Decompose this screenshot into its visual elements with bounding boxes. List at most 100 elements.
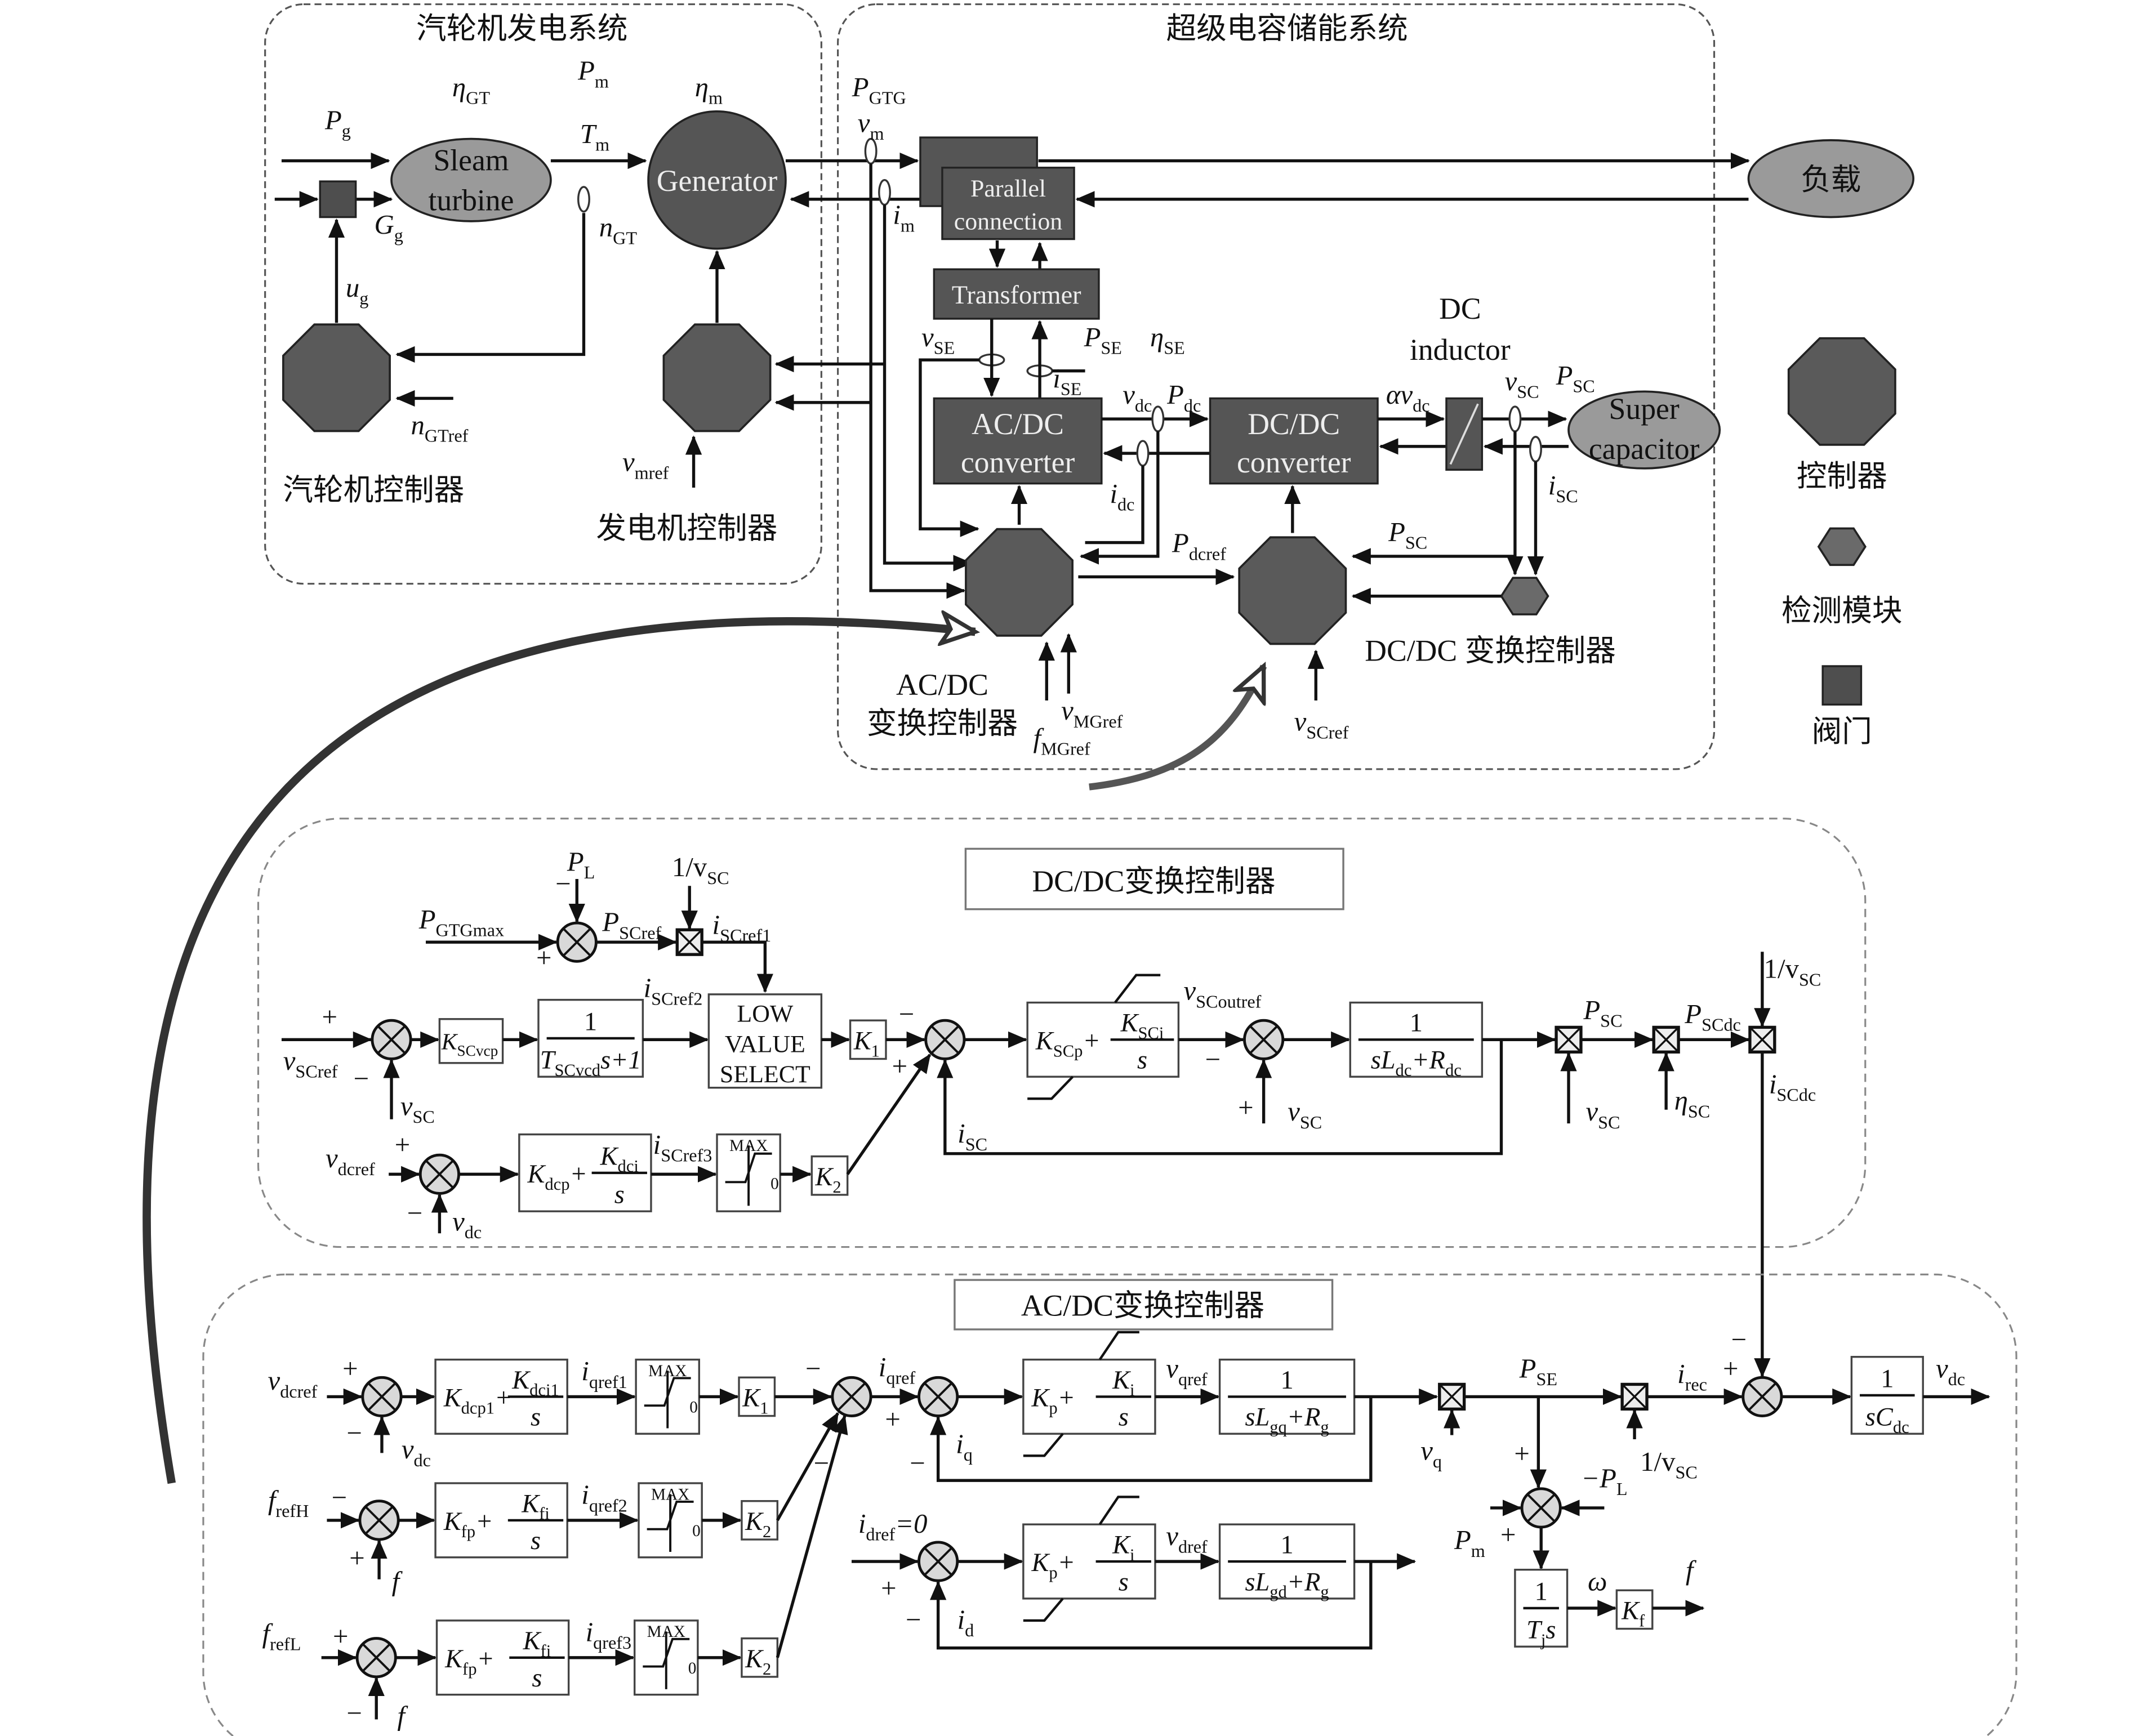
subscript: SCref: [619, 922, 661, 943]
label-acdc-minus: −: [805, 1353, 821, 1384]
label-top-Gg: Gg: [374, 209, 403, 246]
subscript: qref3: [593, 1632, 631, 1653]
subscript: g: [394, 225, 403, 245]
sum-cross: [362, 1643, 391, 1672]
main-text: K: [814, 1163, 834, 1191]
main-text: +: [536, 943, 552, 973]
signal-arrow: [937, 1039, 1503, 1155]
main-text: T: [540, 1046, 556, 1075]
subscript: p: [1049, 1398, 1057, 1417]
subscript: d: [965, 1620, 974, 1640]
main-text: AC/DC: [896, 668, 988, 702]
main-text: P: [1454, 1525, 1471, 1555]
main-text: i: [712, 910, 720, 940]
label-top-super1: Super: [1609, 392, 1680, 426]
main-text: MAX: [648, 1362, 687, 1380]
main-text: η: [1674, 1086, 1688, 1116]
label-acdc-omega: ω: [1588, 1566, 1607, 1596]
subscript: SCref3: [661, 1145, 712, 1165]
main-text: capacitor: [1589, 432, 1700, 466]
saturation-curve: [725, 1145, 772, 1206]
label-dcdc-K2: K2: [814, 1163, 841, 1197]
label-top-nGT: nGT: [599, 212, 638, 248]
label-acdc-plus: +: [349, 1543, 365, 1573]
subscript: i: [1130, 1381, 1135, 1400]
generator-controller-octagon-icon: [662, 323, 772, 432]
label-acdc-minus: −: [910, 1448, 925, 1479]
label-dcdc-vdcref: vdcref: [326, 1143, 375, 1179]
transformer: [933, 268, 1100, 320]
label-dcdc-PSCdc: PSCdc: [1684, 999, 1741, 1035]
subscript: SE: [1101, 337, 1122, 358]
label-dcdc-KSCvcp: KSCvcp: [441, 1028, 498, 1059]
label-dcdc-minus: −: [899, 999, 915, 1029]
subscript: g: [1320, 1582, 1329, 1601]
main-text: K: [1031, 1548, 1050, 1577]
subscript: SCref: [295, 1061, 337, 1082]
label-acdc-tj_den: Tjs: [1526, 1616, 1556, 1650]
subscript: m: [595, 71, 609, 91]
subscript: SCi: [1138, 1024, 1164, 1043]
subscript: SC: [1598, 1112, 1620, 1132]
subscript: SE: [1061, 379, 1082, 399]
main-text: K: [600, 1142, 619, 1171]
sensor-icon: [1136, 440, 1150, 467]
label-dcdc-vSC: vSC: [400, 1091, 435, 1127]
subscript: dcp: [545, 1175, 569, 1194]
subscript: SCref: [1306, 722, 1348, 742]
main-text: 0: [688, 1659, 697, 1677]
signal-arrow: [1085, 465, 1144, 545]
label-acdc-PSE: PSE: [1519, 1353, 1557, 1389]
main-text: P: [852, 72, 869, 102]
main-text: ω: [1588, 1566, 1607, 1596]
main-text: s: [1119, 1568, 1129, 1596]
main-text: G: [374, 209, 394, 240]
main-text: v: [921, 322, 934, 352]
label-acdc-max: MAX: [648, 1362, 687, 1380]
label-top-ug: ug: [346, 273, 368, 309]
sensor-icon: [1151, 405, 1165, 432]
label-top-iSE: iSE: [1053, 363, 1081, 399]
label-top-etaSE: ηSE: [1150, 322, 1185, 358]
signal-arrow: [930, 1561, 1373, 1650]
subscript: SC: [707, 868, 729, 888]
subscript: qref1: [589, 1372, 627, 1392]
label-dcdc-lvs3: SELECT: [720, 1061, 810, 1088]
label-top-acdc1: AC/DC: [972, 407, 1064, 441]
main-text: 检测模块: [1781, 594, 1903, 628]
main-text: 0: [692, 1522, 701, 1540]
main-text: v: [1123, 380, 1135, 410]
main-text: +: [333, 1621, 349, 1652]
main-text: i: [1769, 1069, 1777, 1099]
label-top-vSE: vSE: [921, 322, 955, 358]
subscript: 1: [871, 1041, 880, 1060]
label-dcdc-pi_d: s: [1137, 1046, 1147, 1075]
main-text: 1: [1280, 1530, 1293, 1559]
label-acdc-zero: 0: [689, 1398, 698, 1416]
label-top-PGTG: PGTG: [852, 72, 906, 108]
main-text: η: [452, 72, 466, 102]
label-dcdc-pidc_n: Kdci: [600, 1142, 639, 1176]
sum-cross: [364, 1506, 394, 1535]
label-acdc-K2: K2: [745, 1645, 771, 1679]
main-text: v: [326, 1143, 338, 1173]
label-acdc-plus: +: [885, 1404, 901, 1434]
subscript: MGref: [1074, 711, 1123, 731]
subscript: SC: [1676, 1462, 1698, 1483]
main-text: i: [653, 1130, 661, 1160]
main-text: i: [1548, 470, 1556, 501]
label-acdc-frefH: frefH: [268, 1485, 309, 1521]
main-text: i: [586, 1617, 594, 1647]
label-dcdc-iSC: iSC: [957, 1118, 987, 1154]
label-acdc-gq_den: sLgq+Rg: [1245, 1403, 1329, 1437]
sum-cross: [924, 1382, 952, 1411]
subscript: SC: [1799, 969, 1821, 989]
main-text: +: [475, 1507, 493, 1536]
subscript: refH: [275, 1501, 309, 1521]
subscript: dcref: [1189, 543, 1226, 564]
main-text: T: [580, 119, 597, 149]
main-text: +: [1500, 1519, 1516, 1550]
label-acdc-vq: vq: [1420, 1436, 1442, 1472]
label-acdc-minus: −: [814, 1448, 830, 1479]
subscript: fi: [541, 1641, 551, 1661]
